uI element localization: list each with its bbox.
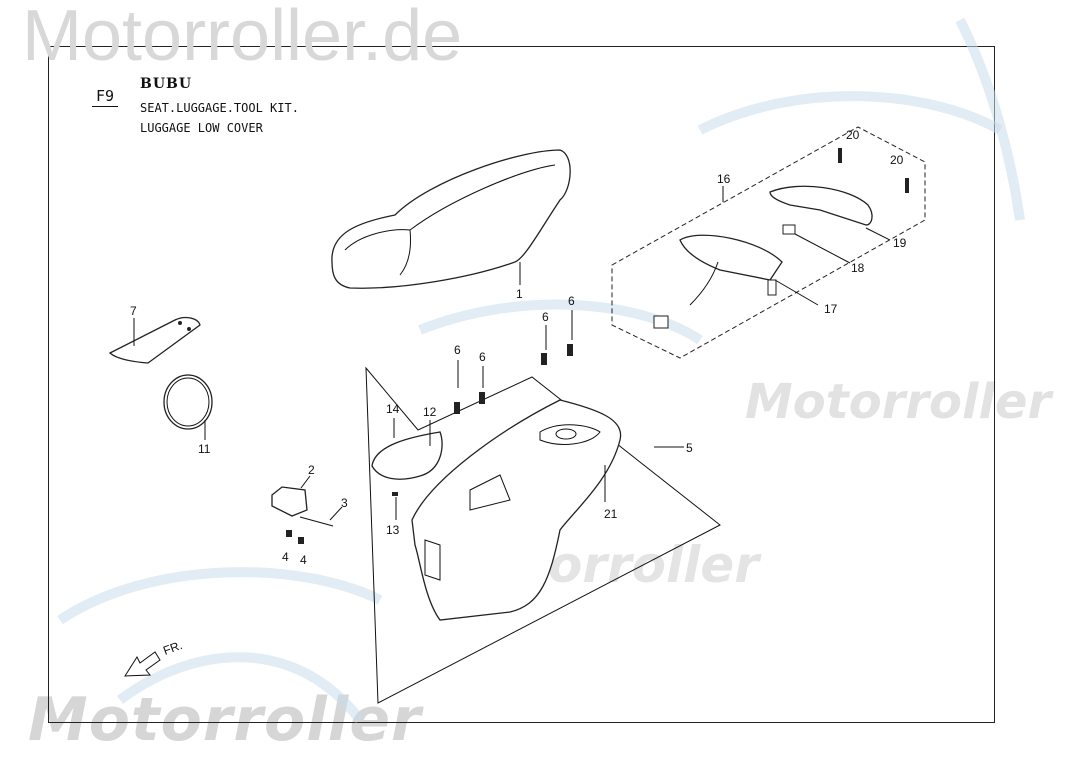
callout-6c: 6 [542, 310, 549, 324]
callout-14: 14 [386, 402, 400, 416]
tool-bag-part [108, 316, 201, 364]
direction-label: FR. [161, 638, 184, 658]
tail-light-group-outline [611, 126, 926, 359]
callout-4b: 4 [300, 553, 307, 567]
luggage-box-part [411, 399, 622, 621]
front-direction-arrow-icon [124, 651, 161, 677]
watermark-swooshes [57, 17, 1025, 724]
watermark-right: Motorroller [745, 374, 1052, 430]
clip-part [392, 492, 398, 496]
subtitle-line-2: LUGGAGE LOW COVER [140, 121, 263, 135]
bracket-part [271, 486, 308, 517]
model-name: BUBU [140, 76, 193, 92]
callout-7: 7 [130, 304, 137, 318]
callout-17: 17 [824, 302, 838, 316]
callout-6b: 6 [479, 350, 486, 364]
luggage-box-group-outline [365, 366, 721, 704]
callout-16: 16 [717, 172, 731, 186]
callout-13: 13 [386, 523, 400, 537]
bulb-part [782, 224, 796, 235]
callout-6a: 6 [454, 343, 461, 357]
callout-21: 21 [604, 507, 618, 521]
callout-20b: 20 [890, 153, 904, 167]
nut-part [286, 530, 292, 537]
lens-part [769, 185, 873, 226]
subtitle-line-1: SEAT.LUGGAGE.TOOL KIT. [140, 101, 299, 115]
callout-6d: 6 [568, 294, 575, 308]
lens-screw-part [838, 148, 842, 163]
callout-1: 1 [516, 287, 523, 301]
diagram-frame [48, 46, 995, 723]
callout-5: 5 [686, 441, 693, 455]
nut-part [298, 537, 304, 544]
callout-20a: 20 [846, 128, 860, 142]
callout-2: 2 [308, 463, 315, 477]
figure-number: F9 [92, 88, 119, 107]
callout-18: 18 [851, 261, 865, 275]
watermark-top: Motorroller.de [22, 0, 463, 76]
lens-screw-part [905, 178, 909, 193]
ring-part [163, 374, 213, 430]
tail-light-housing-part [653, 234, 783, 329]
callout-12: 12 [423, 405, 437, 419]
callout-3: 3 [341, 496, 348, 510]
bolt-parts [454, 344, 573, 414]
seat-part [331, 149, 571, 289]
callout-4a: 4 [282, 550, 289, 564]
callout-19: 19 [893, 236, 907, 250]
lid-part [371, 431, 443, 480]
callout-11: 11 [198, 442, 211, 456]
